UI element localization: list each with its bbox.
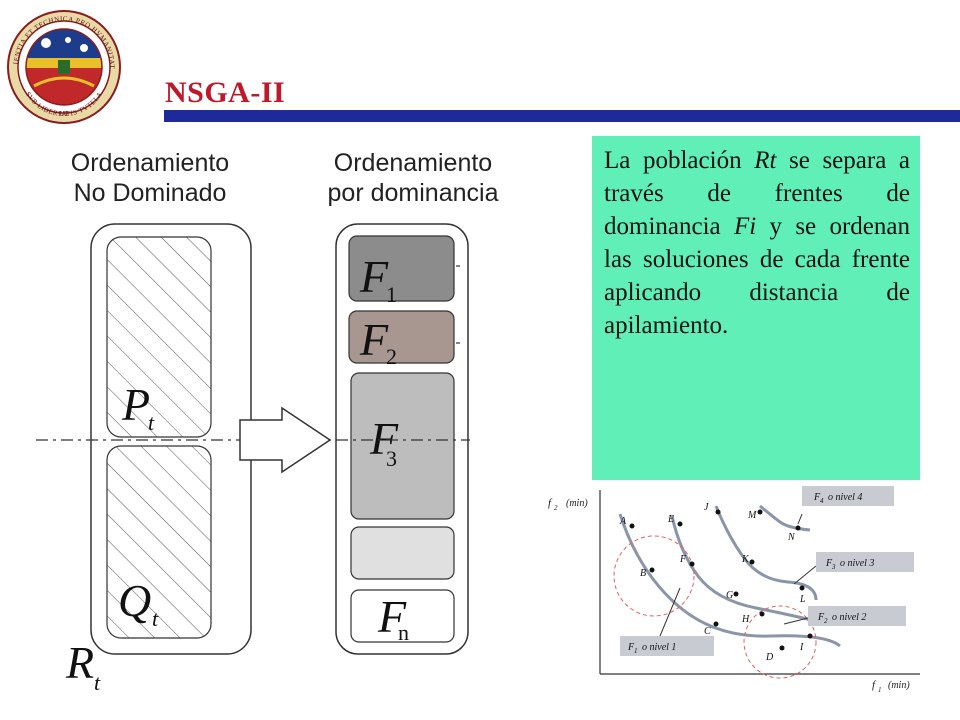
qt-population-box — [106, 445, 212, 639]
pareto-fronts-plot: f 2 (min) f 1 (min) A E J M N F K B G L … — [548, 486, 920, 694]
column-heading-line: por dominancia — [327, 179, 499, 207]
legend-front-1 — [620, 636, 714, 656]
point-marker — [807, 633, 813, 639]
slide-title: NSGA-II — [165, 76, 286, 109]
legend-front-4 — [802, 486, 894, 506]
point-label: G — [726, 590, 733, 601]
point-label: C — [704, 626, 711, 637]
point-label: M — [747, 510, 757, 521]
point-label: D — [765, 652, 774, 663]
point-marker — [759, 611, 765, 617]
point-marker — [677, 521, 683, 527]
point-marker — [795, 525, 801, 531]
legend-pointer — [783, 617, 809, 625]
note-text: La población — [604, 147, 755, 174]
front-2-label: F — [359, 314, 389, 365]
legend-label-subscript: 4 — [820, 497, 824, 505]
note-text-italic: Rt — [754, 147, 777, 174]
note-text: y se ordenan las soluciones de cada fren… — [604, 213, 910, 339]
legend-front-2 — [808, 606, 906, 626]
x-axis-unit: (min) — [888, 680, 910, 691]
front-2-subscript: 2 — [386, 344, 397, 369]
note-text-italic: Fi — [733, 213, 757, 240]
front-n-box — [350, 589, 455, 643]
legend-front-3 — [816, 552, 914, 572]
y-axis-unit: (min) — [566, 498, 588, 509]
legend-pointer — [797, 513, 803, 525]
x-axis-label: f — [872, 679, 877, 691]
legend-text: o nivel 1 — [642, 642, 676, 653]
column-heading-line: Ordenamiento — [333, 149, 493, 177]
legend-label: F — [825, 558, 833, 569]
front-n-label: F — [377, 591, 407, 642]
column-heading-line: Ordenamiento — [70, 149, 230, 177]
explanation-note: La población Rt se separa a través de fr… — [592, 136, 920, 480]
y-axis-label: f — [548, 497, 553, 509]
point-marker — [757, 509, 763, 515]
legend-label: F — [627, 642, 635, 653]
front-2-curve — [670, 515, 829, 626]
column-heading-dominance: Ordenamiento por dominancia — [288, 148, 538, 208]
point-marker — [649, 567, 655, 573]
point-label: A — [619, 516, 627, 527]
legend-label: F — [813, 492, 821, 503]
sorting-arrow — [239, 406, 332, 474]
front-1-subscript: 1 — [386, 282, 397, 307]
title-underline-bar — [164, 110, 960, 122]
front-2-box — [348, 310, 455, 364]
qt-label-subscript: t — [152, 606, 159, 631]
point-marker — [689, 561, 695, 567]
point-marker — [715, 509, 721, 515]
legend-pointer — [659, 587, 681, 637]
front-remaining-box — [350, 526, 455, 580]
legend-text: o nivel 4 — [828, 492, 862, 503]
column-heading-non-dominated: Ordenamiento No Dominado — [30, 148, 270, 208]
rt-label-subscript: t — [94, 670, 101, 695]
pt-label: P — [121, 379, 150, 430]
y-axis-label-subscript: 2 — [554, 504, 558, 512]
front-3-label: F — [369, 413, 399, 464]
front-1-box — [348, 235, 455, 302]
pt-label-subscript: t — [148, 410, 155, 435]
point-label: J — [704, 502, 709, 513]
point-label: N — [787, 532, 796, 543]
point-label: I — [799, 642, 804, 653]
column-heading-line: No Dominado — [73, 179, 227, 207]
front-1-label: F — [359, 251, 389, 302]
note-text: se separa a través de frentes de dominan… — [604, 147, 911, 240]
front-n-subscript: n — [398, 620, 409, 645]
point-marker — [733, 591, 739, 597]
front-3-subscript: 3 — [386, 446, 397, 471]
point-marker — [749, 559, 755, 565]
point-marker — [799, 585, 805, 591]
point-label: K — [741, 554, 750, 565]
crowding-circle — [743, 605, 817, 679]
point-label: F — [679, 554, 687, 565]
legend-label-subscript: 3 — [831, 563, 836, 571]
legend-label-subscript: 2 — [824, 617, 828, 625]
front-3-box — [350, 372, 455, 520]
legend-text: o nivel 3 — [840, 558, 874, 569]
point-label: B — [640, 568, 646, 579]
point-label: H — [741, 614, 750, 625]
point-label: L — [799, 594, 806, 605]
rt-label: R — [65, 637, 94, 688]
point-label: E — [667, 514, 674, 525]
front-4-curve — [759, 504, 811, 532]
legend-label: F — [817, 612, 825, 623]
point-marker — [713, 621, 719, 627]
legend-label-subscript: 1 — [634, 647, 638, 655]
qt-label: Q — [118, 575, 151, 626]
legend-text: o nivel 2 — [832, 612, 866, 623]
front-3-curve — [714, 505, 818, 601]
pt-population-box — [106, 236, 212, 438]
point-marker — [629, 523, 635, 529]
legend-pointer — [793, 565, 817, 585]
university-seal-logo: SCIENTIA ET TECHNICA PRO HVMANITATE SVB … — [6, 8, 121, 124]
point-marker — [779, 645, 785, 651]
x-axis-label-subscript: 1 — [878, 686, 882, 694]
crowding-circle — [613, 535, 695, 617]
seal-initials: UT — [59, 110, 69, 118]
